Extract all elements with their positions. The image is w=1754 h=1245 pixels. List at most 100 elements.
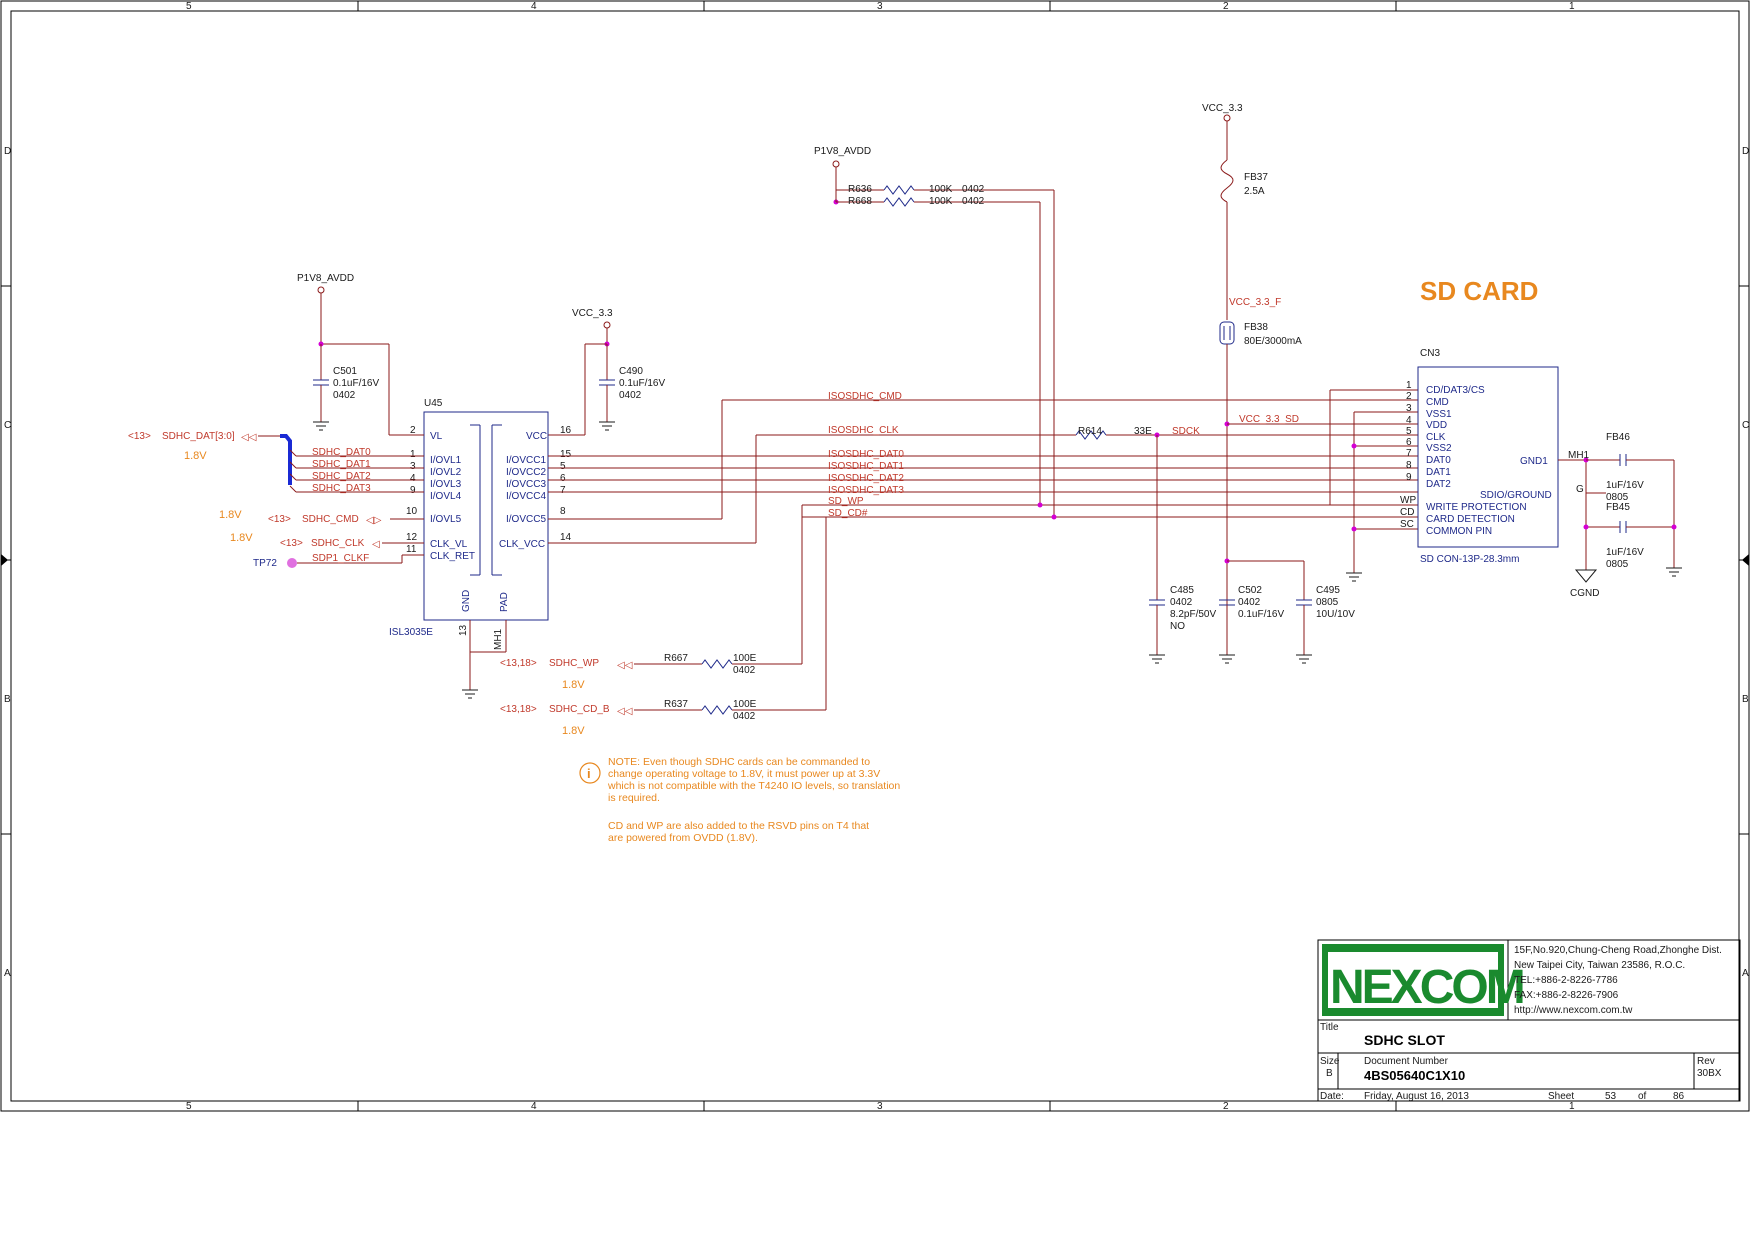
net-ref: <13,18> xyxy=(500,658,537,669)
power-label: P1V8_AVDD xyxy=(814,146,871,157)
svg-text:◁▷: ◁▷ xyxy=(366,515,382,526)
note-line: are powered from OVDD (1.8V). xyxy=(608,832,758,844)
capacitor-c495: C495 0805 10U/10V xyxy=(1296,585,1355,664)
component-value: 1uF/16V xyxy=(1606,480,1644,491)
pin-name: CMD xyxy=(1426,397,1449,408)
row-label-right: D xyxy=(1742,146,1749,157)
sheet-label: Sheet xyxy=(1548,1091,1574,1102)
pin-number: 6 xyxy=(560,473,566,484)
component-ref: FB38 xyxy=(1244,322,1268,333)
row-label-left: A xyxy=(4,968,11,979)
sheet-total: 86 xyxy=(1673,1091,1685,1102)
pin-name: CD xyxy=(1400,507,1414,518)
col-label-top: 5 xyxy=(186,1,192,12)
power-label: VCC_3.3 xyxy=(1202,103,1243,114)
pin-name: DAT1 xyxy=(1426,467,1451,478)
pin-name: VDD xyxy=(1426,420,1447,431)
col-label-top: 3 xyxy=(877,1,883,12)
svg-text:◁◁: ◁◁ xyxy=(617,660,633,671)
power-label: P1V8_AVDD xyxy=(297,273,354,284)
pin-name: I/OVL5 xyxy=(430,514,462,525)
pin-name: CLK xyxy=(1426,432,1446,443)
row-label-left: B xyxy=(4,694,11,705)
pin-name: CARD DETECTION xyxy=(1426,514,1515,525)
address-line: New Taipei City, Taiwan 23586, R.O.C. xyxy=(1514,960,1685,971)
net-label: SDHC_DAT[3:0] xyxy=(162,431,235,442)
net-label: ISOSDHC_CLK xyxy=(828,425,899,436)
ground-label: CGND xyxy=(1570,588,1599,599)
net-ref: <13> xyxy=(280,538,303,549)
pin-name: I/OVL4 xyxy=(430,491,462,502)
pin-name: CD/DAT3/CS xyxy=(1426,385,1485,396)
note-line: is required. xyxy=(608,792,660,804)
component-value: 0.1uF/16V xyxy=(619,378,665,389)
component-ref: C485 xyxy=(1170,585,1194,596)
address-line: http://www.nexcom.com.tw xyxy=(1514,1005,1633,1016)
pin-number: 11 xyxy=(406,544,417,555)
svg-text:◁◁: ◁◁ xyxy=(617,706,633,717)
net-label: VCC_3.3_SD xyxy=(1239,414,1299,425)
component-note: NO xyxy=(1170,621,1185,632)
address-line: 15F,No.920,Chung-Cheng Road,Zhonghe Dist… xyxy=(1514,945,1722,956)
component-package: 0805 xyxy=(1606,492,1629,503)
component-value: 33E xyxy=(1134,426,1152,437)
power-label: VCC_3.3 xyxy=(572,308,613,319)
voltage-label: 1.8V xyxy=(230,532,253,544)
size-value: B xyxy=(1326,1068,1333,1079)
component-value: 80E/3000mA xyxy=(1244,336,1302,347)
component-package: 0402 xyxy=(1238,597,1261,608)
ferrite-fb38: FB38 80E/3000mA xyxy=(1219,321,1302,617)
pin-name: I/OVCC5 xyxy=(506,514,546,525)
component-ref: FB37 xyxy=(1244,172,1268,183)
design-note: i NOTE: Even though SDHC cards can be co… xyxy=(579,756,900,844)
net-label: SDHC_CMD xyxy=(302,514,359,525)
voltage-label: 1.8V xyxy=(184,450,207,462)
component-ref: R614 xyxy=(1078,426,1102,437)
net-ref: <13> xyxy=(268,514,291,525)
svg-text:◁◁: ◁◁ xyxy=(241,432,257,443)
net-label: ISOSDHC_DAT1 xyxy=(828,461,904,472)
pin-number: 7 xyxy=(560,485,566,496)
component-value: 1uF/16V xyxy=(1606,547,1644,558)
pin-name: VSS2 xyxy=(1426,443,1452,454)
net-label: ISOSDHC_DAT3 xyxy=(828,485,904,496)
shield-label: G xyxy=(1576,484,1584,495)
component-ref: R668 xyxy=(848,196,872,207)
rev-value: 30BX xyxy=(1697,1068,1722,1079)
component-package: 0402 xyxy=(962,184,985,195)
pin-name: I/OVCC4 xyxy=(506,491,546,502)
capacitor-c501: C501 0.1uF/16V 0402 xyxy=(313,341,390,435)
component-ref: R637 xyxy=(664,699,688,710)
pin-number: 9 xyxy=(410,485,416,496)
pin-number: 10 xyxy=(406,506,418,517)
pin-name: WP xyxy=(1400,495,1416,506)
pin-name: VSS1 xyxy=(1426,409,1452,420)
pin-name: CLK_VCC xyxy=(499,539,545,550)
net-ref: <13,18> xyxy=(500,704,537,715)
capacitor-c490: C490 0.1uF/16V 0402 xyxy=(548,341,665,436)
pin-name: CLK_RET xyxy=(430,551,475,562)
pin-number: MH1 xyxy=(493,628,504,650)
pin-number: 4 xyxy=(410,473,416,484)
pin-number: 13 xyxy=(458,624,469,636)
wp-network: <13,18> SDHC_WP 1.8V ◁◁ R667 100E 0402 xyxy=(500,504,826,691)
pin-name: DAT0 xyxy=(1426,455,1451,466)
component-package: 0805 xyxy=(1606,559,1629,570)
net-label: SD_WP xyxy=(828,496,864,507)
sd-card-heading: SD CARD xyxy=(1420,276,1538,306)
connector-part: SD CON-13P-28.3mm xyxy=(1420,554,1519,565)
cd-network: <13,18> SDHC_CD_B 1.8V ◁◁ R637 100E 0402 xyxy=(500,516,827,737)
col-label-top: 2 xyxy=(1223,1,1229,12)
iso-nets: ISOSDHC_DAT0 ISOSDHC_DAT1 ISOSDHC_DAT2 I… xyxy=(548,391,1418,544)
component-value: 2.5A xyxy=(1244,186,1265,197)
resistor-r614: R614 33E SDCK xyxy=(1075,426,1418,600)
net-label: SDHC_DAT2 xyxy=(312,471,371,482)
net-label: SD_CD# xyxy=(828,508,868,519)
component-value: 100K xyxy=(929,184,953,195)
pin-number: 5 xyxy=(1406,426,1412,437)
component-package: 0402 xyxy=(619,390,642,401)
component-ref: FB45 xyxy=(1606,502,1630,513)
net-label: SDHC_DAT0 xyxy=(312,447,371,458)
component-package: 0402 xyxy=(1170,597,1193,608)
